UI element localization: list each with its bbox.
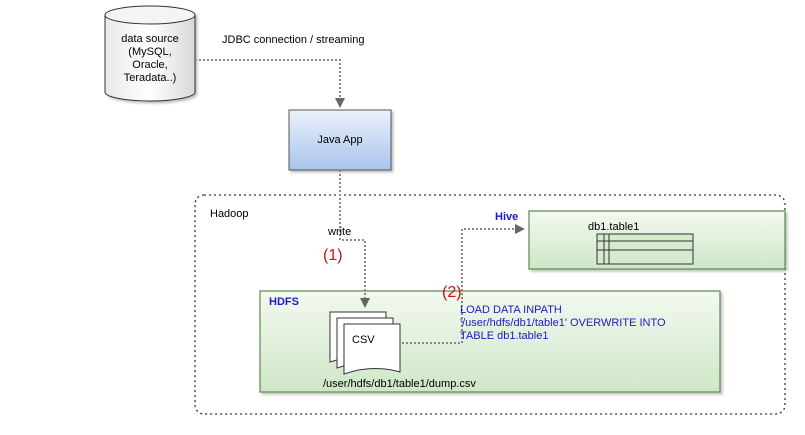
csv-file-icon (329, 311, 401, 375)
java-app-label: Java App (317, 134, 363, 146)
table-icon (596, 233, 694, 265)
database-icon (104, 5, 196, 102)
load-command-text: LOAD DATA INPATH '/user/hdfs/db1/table1'… (460, 304, 666, 342)
hadoop-label: Hadoop (210, 208, 249, 220)
hadoop-container (194, 194, 786, 415)
hive-table-name: db1.table1 (588, 221, 640, 233)
datasource-label: data source (MySQL, Oracle, Teradata..) (121, 33, 179, 84)
csv-path-label: /user/hdfs/db1/table1/dump.csv (323, 378, 476, 390)
hive-label: Hive (495, 211, 519, 223)
jdbc-connector (195, 59, 345, 108)
step-2-label: (2) (442, 284, 462, 301)
write-connector (339, 170, 370, 308)
load-connector (402, 224, 525, 344)
write-label: write (328, 226, 352, 238)
csv-label: CSV (352, 334, 375, 346)
jdbc-connection-label: JDBC connection / streaming (222, 34, 365, 46)
hdfs-label: HDFS (269, 296, 299, 308)
step-1-label: (1) (323, 247, 343, 264)
